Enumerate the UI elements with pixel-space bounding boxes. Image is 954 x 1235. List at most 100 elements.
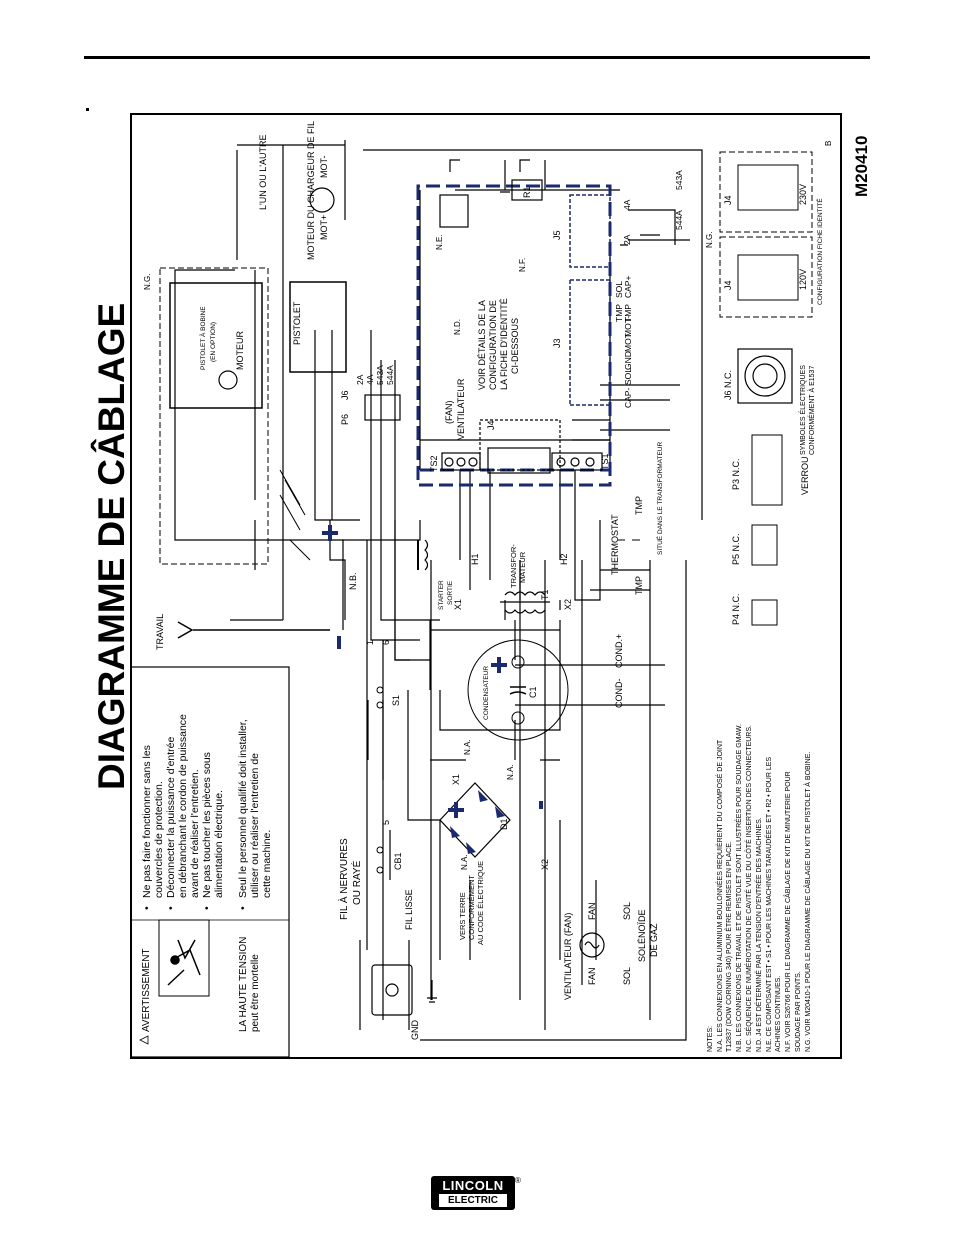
- label-vers-terre-3: AU CODE ÉLECTRIQUE: [476, 861, 485, 945]
- revision-letter: B: [824, 141, 833, 146]
- j4-config-230v: [719, 151, 813, 233]
- label-fan-b: FAN: [587, 967, 597, 985]
- note-line-3: N.B. LES CONNEXIONS DE TRAVAIL ET DE PIS…: [734, 724, 743, 1052]
- j5-connector: [569, 194, 611, 268]
- label-d1: D1: [499, 818, 509, 830]
- label-moteur-chargeur: MOTEUR DU CHARGEUR DE FIL: [306, 121, 316, 260]
- label-j4: J4: [486, 420, 496, 430]
- warning-header: AVERTISSEMENT: [141, 948, 152, 1032]
- p3-connector: [751, 434, 783, 506]
- label-fil-nervures-2: OU RAYÉ: [350, 860, 363, 905]
- label-x1-a: X1: [451, 774, 461, 785]
- warning-bullet-3-line-2: alimentation électrique.: [213, 790, 225, 898]
- diode-3-icon: [450, 826, 460, 838]
- notes-header: NOTES:: [707, 1026, 714, 1052]
- logo-bottom-text: ELECTRIC: [439, 1194, 507, 1207]
- p4-connector: [751, 599, 778, 626]
- label-nf: N.F.: [518, 258, 527, 272]
- polarity-markers: [322, 525, 543, 818]
- j6-round-connector: [737, 348, 793, 404]
- note-line-10: N.G. VOIR M20410-1 POUR LE DIAGRAMME DE …: [803, 752, 812, 1052]
- solenoid-icon: [579, 932, 605, 958]
- label-s1: S1: [391, 695, 401, 706]
- note-line-4: N.C. SÉQUENCE DE NUMÉROTATION DE CAVITÉ …: [744, 725, 753, 1052]
- warning-bullet-4-line-3: cette machine.: [261, 830, 273, 898]
- label-voir-details-3: LA FICHE D'IDENTITÉ: [499, 298, 509, 390]
- svg-text:•: •: [141, 906, 153, 910]
- motor-icon: [218, 187, 335, 390]
- label-nd: N.D.: [453, 319, 462, 335]
- label-sol-b: SOL: [622, 967, 632, 985]
- diagram-frame: [130, 113, 842, 1059]
- label-wire-1: 1: [365, 640, 375, 645]
- label-j3-pin-9: SOL: [614, 281, 624, 298]
- note-line-9: SOUDAGE PAR POINTS.: [795, 971, 802, 1052]
- label-h2: H2: [559, 553, 569, 565]
- p6-connector: [364, 394, 401, 421]
- label-j4-120v: J4: [723, 280, 733, 290]
- electrocution-pictogram: [158, 919, 210, 997]
- label-c1: C1: [528, 686, 538, 698]
- label-na-2: N.A.: [506, 764, 515, 780]
- label-pistolet: PISTOLET: [292, 301, 302, 345]
- label-fan-a: FAN: [587, 902, 597, 920]
- warning-triangle-icon: [139, 1035, 149, 1045]
- label-x2-a: X2: [540, 859, 550, 870]
- label-ventilateur-fan: VENTILATEUR (FAN): [563, 913, 573, 1000]
- label-transfo-2: MATEUR: [518, 551, 527, 583]
- capacitor-circle: [467, 639, 569, 741]
- j4-config-120v: [719, 236, 813, 318]
- note-line-2: T12837 (DOW CORNING 340) POUR ÊTRE REMIS…: [724, 841, 733, 1052]
- label-na-3: N.A.: [463, 739, 472, 755]
- label-j3-pin-6: TMP: [623, 304, 633, 322]
- label-pistolet-bobine-1: PISTOLET À BOBINE: [198, 306, 207, 370]
- label-vers-terre-1: VERS TERRE: [458, 892, 467, 940]
- label-wire-2a: 2A: [355, 374, 365, 385]
- diode-1-icon: [478, 790, 488, 802]
- warning-bullet-3-line-1: Ne pas toucher les pièces sous: [201, 752, 213, 898]
- label-condensateur: CONDENSATEUR: [483, 666, 490, 720]
- label-situe-transfo: SITUÉ DANS LE TRANSFORMATEUR: [655, 442, 664, 555]
- warning-left-line-1: LA HAUTE TENSION: [238, 937, 249, 1032]
- warning-bullets: • Ne pas faire fonctionner sans les couv…: [141, 714, 273, 910]
- svg-text:•: •: [165, 906, 177, 910]
- label-j6-nc: J6 N.C.: [723, 370, 733, 400]
- switch-ne-icon: [439, 159, 469, 228]
- label-starter-1: STARTER: [438, 580, 445, 610]
- label-p5-nc: P5 N.C.: [731, 533, 741, 565]
- label-x1-b: X1: [453, 599, 463, 610]
- wiring-lines: [174, 140, 703, 1041]
- label-mot-plus: MOT+: [319, 215, 329, 240]
- label-fan-ventilateur-2: VENTILATEUR: [456, 378, 466, 440]
- capacitor-terminal-minus: [511, 711, 525, 725]
- note-line-6: N.E. CE COMPOSANT EST • S1 • POUR LES MA…: [764, 757, 773, 1052]
- label-j3-pin-3: GND: [623, 351, 633, 370]
- warning-left-line-2: peut être mortelle: [250, 954, 261, 1032]
- label-travail: TRAVAIL: [155, 614, 165, 650]
- top-rule: [84, 56, 870, 59]
- label-230v: 230V: [798, 184, 808, 205]
- warning-bullet-2-line-3: avant de réaliser l'entretien.: [189, 769, 201, 898]
- label-2a-j5: 2A: [622, 234, 632, 245]
- gnd-plug-icon: [371, 964, 437, 1016]
- ts1-terminal-strip: [551, 452, 603, 471]
- label-verrou: VERROU: [800, 456, 810, 495]
- label-ng-a: N.G.: [143, 274, 152, 290]
- logo-box: LINCOLN ELECTRIC: [431, 1176, 515, 1210]
- label-4a-j5: 4A: [622, 199, 632, 210]
- capacitor-symbol-icon: [509, 686, 527, 695]
- capacitor-terminal-plus: [511, 655, 525, 669]
- label-na-1: N.A.: [460, 854, 469, 870]
- label-cb1: CB1: [393, 852, 403, 870]
- lincoln-electric-logo: LINCOLN ELECTRIC ®: [431, 1176, 523, 1212]
- label-j3-pin-2: SOL: [623, 368, 633, 385]
- label-ne: N.E.: [435, 234, 444, 250]
- label-p6: P6: [340, 414, 350, 425]
- label-ts2: TS2: [429, 455, 439, 472]
- ts2-terminal-strip: [441, 452, 481, 471]
- label-cond-minus: COND-: [614, 679, 624, 709]
- diode-2-icon: [495, 806, 505, 818]
- label-r1: R1: [522, 186, 532, 198]
- label-t1: T1: [540, 589, 550, 600]
